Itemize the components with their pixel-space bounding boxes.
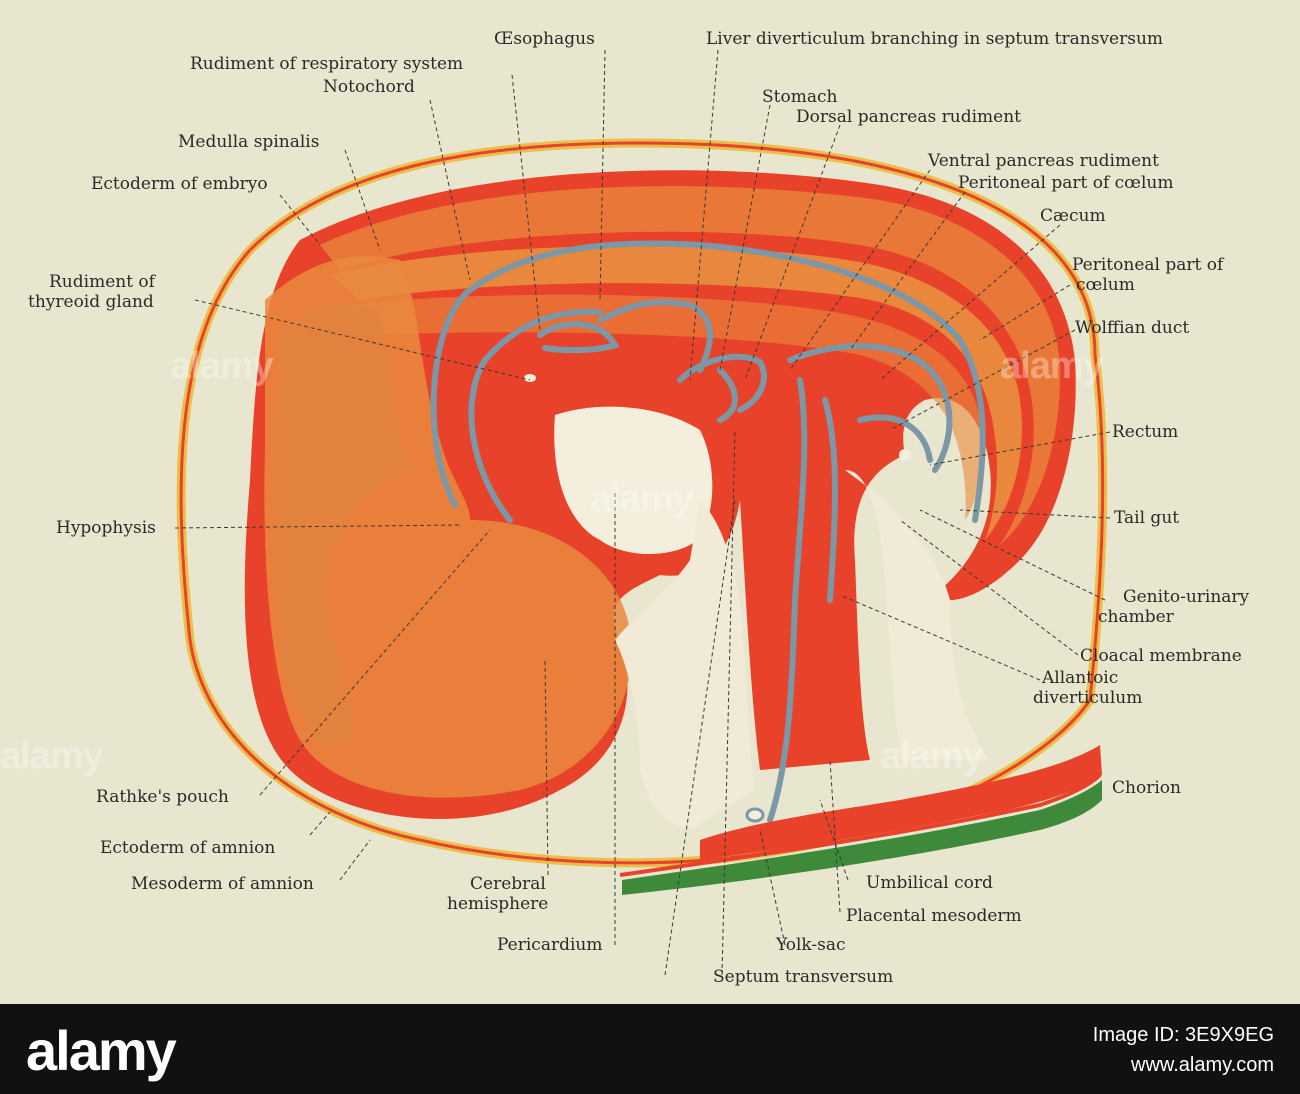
- label-wolffian-duct: Wolffian duct: [1075, 318, 1190, 338]
- leader-lines: [174, 49, 1111, 976]
- embryo-illustration: [174, 49, 1111, 976]
- label-cloacal-membrane: Cloacal membrane: [1080, 646, 1242, 666]
- label-notochord: Notochord: [323, 77, 415, 97]
- label-hypophysis: Hypophysis: [56, 518, 156, 538]
- label-yolk-sac: Yolk-sac: [776, 935, 846, 955]
- label-rathkes-pouch: Rathke's pouch: [96, 787, 229, 807]
- label-pericardium: Pericardium: [497, 935, 603, 955]
- label-peritoneal-of: Peritoneal part of: [1072, 255, 1224, 275]
- label-caecum: Cæcum: [1040, 206, 1106, 226]
- site-url[interactable]: www.alamy.com: [1131, 1054, 1274, 1076]
- label-diverticulum: diverticulum: [1033, 688, 1143, 708]
- label-cerebral: Cerebral: [470, 874, 546, 894]
- watermark: alamy: [590, 478, 694, 520]
- label-septum-transversum: Septum transversum: [713, 967, 894, 987]
- label-placental-mesoderm: Placental mesoderm: [846, 906, 1022, 926]
- label-tail-gut: Tail gut: [1114, 508, 1180, 528]
- watermark: alamy: [1000, 345, 1104, 387]
- label-coelum: cœlum: [1076, 275, 1135, 295]
- label-hemisphere: hemisphere: [447, 894, 549, 914]
- label-dorsal-pancreas: Dorsal pancreas rudiment: [796, 107, 1021, 127]
- label-genito-urinary: Genito-urinary: [1123, 587, 1250, 607]
- watermark: alamy: [880, 735, 984, 777]
- label-rudiment-respiratory: Rudiment of respiratory system: [190, 54, 464, 74]
- label-liver-diverticulum: Liver diverticulum branching in septum t…: [706, 29, 1164, 49]
- label-umbilical-cord: Umbilical cord: [866, 873, 993, 893]
- label-oesophagus: Œsophagus: [494, 29, 595, 49]
- label-ectoderm-amnion: Ectoderm of amnion: [100, 838, 276, 858]
- chorion-band: [622, 780, 1102, 895]
- label-mesoderm-amnion: Mesoderm of amnion: [131, 874, 314, 894]
- label-allantoic: Allantoic: [1042, 668, 1119, 688]
- label-chorion: Chorion: [1112, 778, 1181, 798]
- label-stomach: Stomach: [762, 87, 838, 107]
- label-ventral-pancreas: Ventral pancreas rudiment: [928, 151, 1159, 171]
- stock-footer-bar: alamy Image ID: 3E9X9EG www.alamy.com: [0, 1004, 1300, 1094]
- label-rectum: Rectum: [1112, 422, 1179, 442]
- label-chamber: chamber: [1098, 607, 1174, 627]
- label-thyreoid-gland: thyreoid gland: [28, 292, 154, 312]
- label-rudiment-of: Rudiment of: [49, 272, 155, 292]
- label-peritoneal-coelum-upper: Peritoneal part of cœlum: [958, 173, 1174, 193]
- pericardial-cavity: [554, 406, 713, 555]
- label-ectoderm-embryo: Ectoderm of embryo: [91, 174, 268, 194]
- label-medulla-spinalis: Medulla spinalis: [178, 132, 320, 152]
- embryo-section-plate: alamy alamy alamy alamy alamy Œsophagus …: [0, 29, 1250, 987]
- image-id: Image ID: 3E9X9EG: [1092, 1024, 1274, 1046]
- alamy-logo: alamy: [26, 1019, 177, 1082]
- watermark: alamy: [0, 735, 104, 777]
- watermark: alamy: [170, 345, 274, 387]
- gut-tube: [430, 240, 986, 823]
